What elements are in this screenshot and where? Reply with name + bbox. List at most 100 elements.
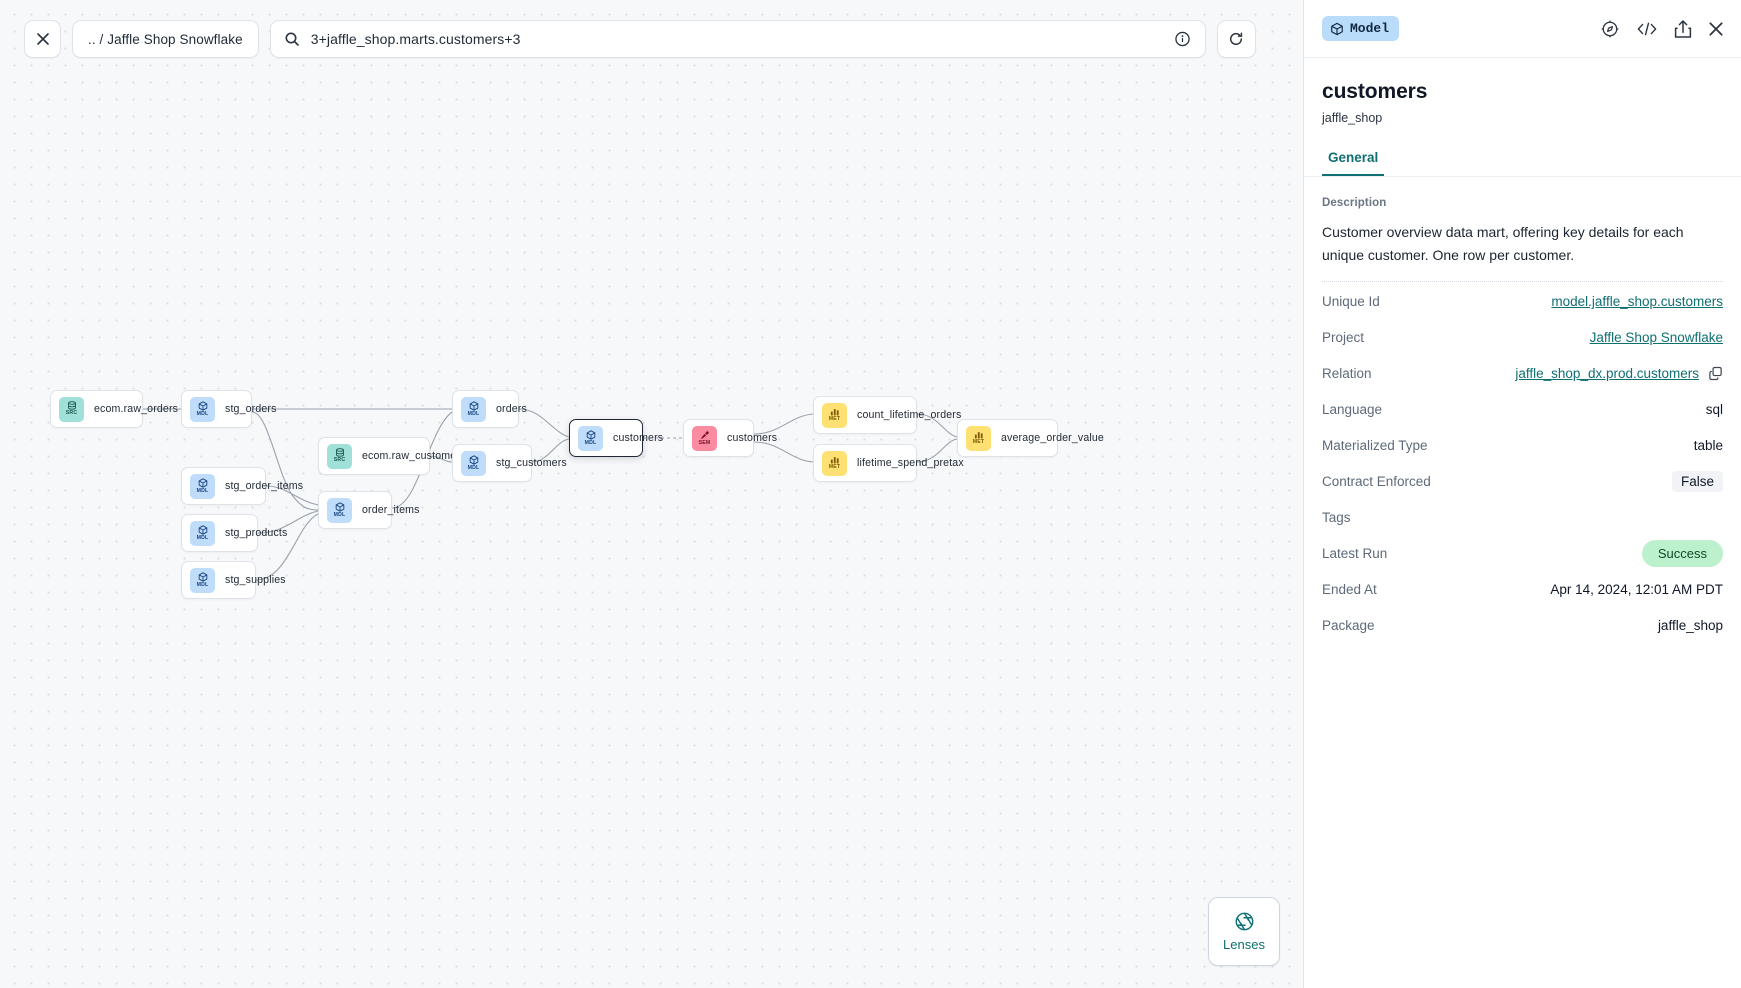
details-panel: Model customers jaffle_shop <box>1303 0 1741 988</box>
close-graph-button[interactable] <box>24 20 61 58</box>
close-icon[interactable] <box>1708 21 1724 37</box>
graph-node-label: stg_customers <box>496 457 567 469</box>
panel-header-actions <box>1600 19 1724 39</box>
graph-node-label: ecom.raw_customers <box>362 450 466 462</box>
code-icon[interactable] <box>1636 20 1658 38</box>
metadata-value-link[interactable]: model.jaffle_shop.customers <box>1551 294 1723 310</box>
description-text: Customer overview data mart, offering ke… <box>1322 224 1684 263</box>
src-badge-icon: SRC <box>327 443 352 469</box>
metadata-row: Project Jaffle Shop Snowflake <box>1322 320 1723 356</box>
graph-node-count_lifetime_orders[interactable]: MET count_lifetime_orders <box>813 396 961 434</box>
resource-type-label: Model <box>1350 21 1390 36</box>
metadata-row: Latest Run Success <box>1322 536 1723 572</box>
page-title: customers <box>1322 80 1428 103</box>
metadata-key: Language <box>1322 402 1383 418</box>
mdl-badge-icon: MDL <box>461 450 486 476</box>
lineage-graph <box>143 408 958 581</box>
graph-node-orders[interactable]: MDL orders <box>452 390 527 428</box>
metadata-key: Ended At <box>1322 582 1377 598</box>
metadata-key: Materialized Type <box>1322 438 1428 454</box>
lenses-label: Lenses <box>1223 937 1265 952</box>
metadata-key: Contract Enforced <box>1322 474 1431 490</box>
lineage-canvas[interactable]: .. / Jaffle Shop Snowflake 3+jaffle_shop… <box>0 0 1303 988</box>
copy-icon[interactable] <box>1708 366 1723 381</box>
tab-general[interactable]: General <box>1322 150 1385 176</box>
mdl-badge-icon: MDL <box>190 396 215 422</box>
met-badge-icon: MET <box>822 450 847 476</box>
search-icon <box>285 32 299 46</box>
metadata-key: Latest Run <box>1322 546 1388 562</box>
graph-node-label: order_items <box>362 504 420 516</box>
graph-node-label: stg_order_items <box>225 480 304 492</box>
canvas-toolbar: .. / Jaffle Shop Snowflake 3+jaffle_shop… <box>24 20 1256 58</box>
graph-node-label: orders <box>496 403 527 415</box>
metadata-key: Project <box>1322 330 1365 346</box>
cube-icon <box>1331 22 1343 35</box>
graph-node-label: average_order_value <box>1001 432 1104 444</box>
panel-title-block: customers jaffle_shop <box>1304 58 1741 125</box>
info-icon[interactable] <box>1174 31 1190 47</box>
metadata-key: Tags <box>1322 510 1351 526</box>
graph-node-stg_order_items[interactable]: MDL stg_order_items <box>181 467 303 505</box>
src-badge-icon: SRC <box>59 396 84 422</box>
metadata-value-link[interactable]: Jaffle Shop Snowflake <box>1589 330 1723 346</box>
graph-node-lifetime_spend_pretax[interactable]: MET lifetime_spend_pretax <box>813 444 964 482</box>
search-input[interactable]: 3+jaffle_shop.marts.customers+3 <box>269 20 1206 58</box>
status-badge: Success <box>1641 540 1723 568</box>
mdl-badge-icon: MDL <box>190 567 215 593</box>
metadata-value-link[interactable]: jaffle_shop_dx.prod.customers <box>1515 366 1699 382</box>
mdl-badge-icon: MDL <box>190 520 215 546</box>
metadata-value: sql <box>1705 402 1723 418</box>
graph-node-order_items[interactable]: MDL order_items <box>318 491 419 529</box>
graph-node-stg_customers[interactable]: MDL stg_customers <box>452 444 567 482</box>
panel-header: Model <box>1304 0 1741 58</box>
breadcrumb[interactable]: .. / Jaffle Shop Snowflake <box>72 20 259 58</box>
description-label: Description <box>1322 197 1387 209</box>
met-badge-icon: MET <box>822 402 847 428</box>
refresh-button[interactable] <box>1216 20 1256 58</box>
mdl-badge-icon: MDL <box>461 396 486 422</box>
graph-node-average_order_value[interactable]: MET average_order_value <box>957 419 1104 457</box>
search-query-text: 3+jaffle_shop.marts.customers+3 <box>310 31 521 47</box>
breadcrumb-label: .. / Jaffle Shop Snowflake <box>88 31 243 47</box>
sem-badge-icon: SEM <box>692 425 717 451</box>
metadata-row: Language sql <box>1322 392 1723 428</box>
aperture-icon <box>1235 912 1253 931</box>
panel-body: Description Customer overview data mart,… <box>1304 177 1741 988</box>
met-badge-icon: MET <box>966 425 991 451</box>
metadata-key: Unique Id <box>1322 294 1380 310</box>
mdl-badge-icon: MDL <box>327 497 352 523</box>
graph-node-label: stg_supplies <box>225 574 286 586</box>
resource-type-chip[interactable]: Model <box>1322 16 1400 41</box>
relation-value-group: jaffle_shop_dx.prod.customers <box>1515 366 1723 381</box>
graph-node-label: stg_orders <box>225 403 277 415</box>
refresh-icon <box>1230 32 1243 45</box>
divider <box>1322 280 1723 282</box>
metadata-key: Package <box>1322 618 1375 634</box>
metadata-row: Package jaffle_shop <box>1322 608 1723 644</box>
graph-node-label: customers <box>727 432 778 444</box>
lenses-button[interactable]: Lenses <box>1208 897 1280 966</box>
lineage-edges <box>143 408 958 581</box>
compass-icon[interactable] <box>1600 19 1620 39</box>
mdl-badge-icon: MDL <box>190 473 215 499</box>
graph-node-stg_supplies[interactable]: MDL stg_supplies <box>181 561 286 599</box>
panel-tabs: General <box>1304 149 1741 177</box>
graph-node-stg_orders[interactable]: MDL stg_orders <box>181 390 276 428</box>
metadata-value: jaffle_shop <box>1657 618 1723 634</box>
graph-node-label: lifetime_spend_pretax <box>857 457 964 469</box>
mdl-badge-icon: MDL <box>578 425 603 451</box>
graph-node-stg_products[interactable]: MDL stg_products <box>181 514 287 552</box>
close-icon <box>36 33 49 45</box>
graph-node-ecom_raw_customers[interactable]: SRC ecom.raw_customers <box>318 437 465 475</box>
graph-node-label: count_lifetime_orders <box>857 409 962 421</box>
graph-node-label: stg_products <box>225 527 288 539</box>
share-icon[interactable] <box>1674 19 1692 39</box>
graph-node-customers_sem[interactable]: SEM customers <box>683 419 777 457</box>
